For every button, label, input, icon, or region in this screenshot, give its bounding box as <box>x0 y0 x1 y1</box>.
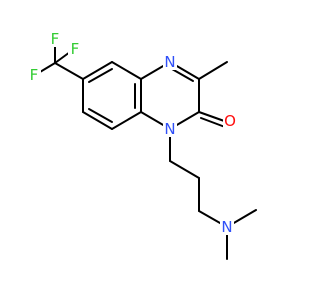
oxygen-label-carbonyl: O <box>224 112 236 130</box>
bond-benzene-1-inner <box>88 68 113 83</box>
nitrogen-label-ring-top: N <box>164 53 175 71</box>
bond-benzene-5 <box>82 111 113 130</box>
fluorine-label-top: F <box>51 30 60 48</box>
atom-label-layer: F F F N N O N <box>27 30 237 236</box>
bond-c2-o <box>198 111 228 123</box>
nitrogen-label-amine: N <box>221 218 232 236</box>
nitrogen-label-ring-bottom: N <box>164 120 175 138</box>
bond-benzene-1 <box>82 61 113 80</box>
bond-n4-c3-inner <box>171 68 194 82</box>
fluorine-label-left: F <box>30 66 39 84</box>
molecule-structure-diagram: F F F N N O N <box>27 30 257 260</box>
bond-ch2-a-b <box>169 160 200 179</box>
bond-c2-o-inner <box>200 117 226 128</box>
bond-benzene-4 <box>111 111 142 130</box>
bond-c3-methyl <box>198 61 228 80</box>
fluorine-label-right: F <box>71 40 80 58</box>
bond-benzene-5-inner <box>88 108 113 123</box>
bond-cf3-f-right <box>54 51 71 64</box>
bond-cf3-ring <box>54 62 84 80</box>
bond-benzene-2 <box>111 61 142 80</box>
bond-cf3-f-left <box>39 62 56 73</box>
